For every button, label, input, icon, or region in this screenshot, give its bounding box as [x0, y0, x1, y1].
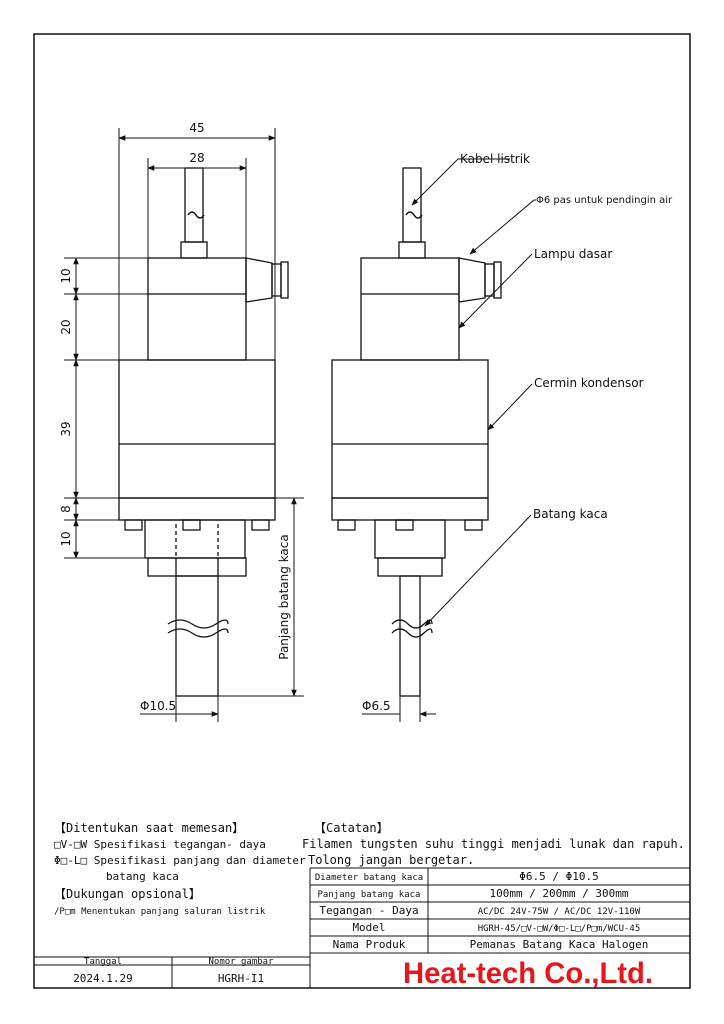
order-spec-line3: batang kaca — [106, 870, 179, 883]
callout-cable: Kabel listrik — [460, 152, 530, 166]
spec-value-length: 100mm / 200mm / 300mm — [489, 887, 628, 900]
callout-mirror: Cermin kondensor — [534, 376, 644, 390]
glass-rod-left — [175, 575, 219, 697]
drawing-no-value: HGRH-I1 — [218, 972, 264, 985]
order-spec-block: 【Ditentukan saat memesan】 □V-□W Spesifik… — [54, 821, 306, 917]
company-logo: Heat-tech Co.,Ltd. — [403, 957, 653, 990]
left-view — [118, 167, 289, 697]
dim-diameter-left: Φ10.5 — [140, 699, 176, 713]
spec-label-product: Nama Produk — [333, 938, 406, 951]
dim-height-10-bottom: 10 — [59, 531, 73, 546]
right-dimensions — [362, 158, 536, 722]
spec-value-model: HGRH-45/□V-□W/Φ□-L□/P□m/WCU-45 — [478, 924, 641, 934]
callout-glass-rod: Batang kaca — [533, 507, 608, 521]
mirror-block — [118, 359, 276, 499]
glass-rod-right — [399, 575, 421, 697]
notes-line1: Filamen tungsten suhu tinggi menjadi lun… — [302, 837, 685, 851]
dim-diameter-right: Φ6.5 — [362, 699, 391, 713]
optional-line: /P□m Menentukan panjang saluran listrik — [54, 907, 266, 917]
spec-value-voltage: AC/DC 24V-75W / AC/DC 12V-110W — [478, 907, 641, 917]
callout-lamp-base: Lampu dasar — [534, 247, 612, 261]
spec-label-voltage: Tegangan - Daya — [319, 904, 418, 917]
dim-rod-length: Panjang batang kaca — [277, 534, 291, 660]
order-spec-line1: □V-□W Spesifikasi tegangan- daya — [54, 838, 266, 851]
title-block — [34, 956, 310, 988]
spec-table — [309, 867, 690, 988]
spec-label-length: Panjang batang kaca — [318, 890, 421, 900]
drawing-border — [33, 33, 691, 989]
spec-label-diameter: Diameter batang kaca — [315, 873, 423, 883]
spec-value-product: Pemanas Batang Kaca Halogen — [470, 938, 649, 951]
order-spec-title: 【Ditentukan saat memesan】 — [54, 821, 244, 835]
left-dimensions — [64, 128, 304, 722]
spec-table-text: Diameter batang kaca Φ6.5 / Φ10.5 Panjan… — [315, 870, 649, 951]
spec-label-model: Model — [352, 921, 385, 934]
right-view — [331, 167, 502, 697]
drawing-no-label: Nomor gambar — [208, 957, 274, 967]
spec-value-diameter: Φ6.5 / Φ10.5 — [519, 870, 598, 883]
optional-title: 【Dukungan opsional】 — [54, 887, 201, 901]
title-block-text: Tanggal 2024.1.29 Nomor gambar HGRH-I1 H… — [73, 957, 653, 990]
left-dimension-labels: 45 28 10 20 39 8 10 Panjang batang kaca … — [59, 121, 291, 713]
dim-height-10-top: 10 — [59, 268, 73, 283]
dim-height-20: 20 — [59, 319, 73, 334]
lamp-base-block — [147, 257, 247, 361]
dim-height-39: 39 — [59, 421, 73, 436]
right-labels: Φ6.5 Kabel listrik Φ6 pas untuk pendingi… — [362, 152, 673, 713]
date-label: Tanggal — [84, 957, 122, 967]
order-spec-line2: Φ□-L□ Spesifikasi panjang dan diameter — [54, 854, 306, 867]
callout-water-fitting: Φ6 pas untuk pendingin air — [536, 195, 673, 206]
dim-width-28: 28 — [189, 151, 204, 165]
dim-width-45: 45 — [189, 121, 204, 135]
notes-title: 【Catatan】 — [314, 821, 389, 835]
notes-block: 【Catatan】 Filamen tungsten suhu tinggi m… — [302, 821, 685, 867]
dim-height-8: 8 — [59, 505, 73, 513]
date-value: 2024.1.29 — [73, 972, 133, 985]
notes-line2: Tolong jangan bergetar. — [308, 853, 474, 867]
